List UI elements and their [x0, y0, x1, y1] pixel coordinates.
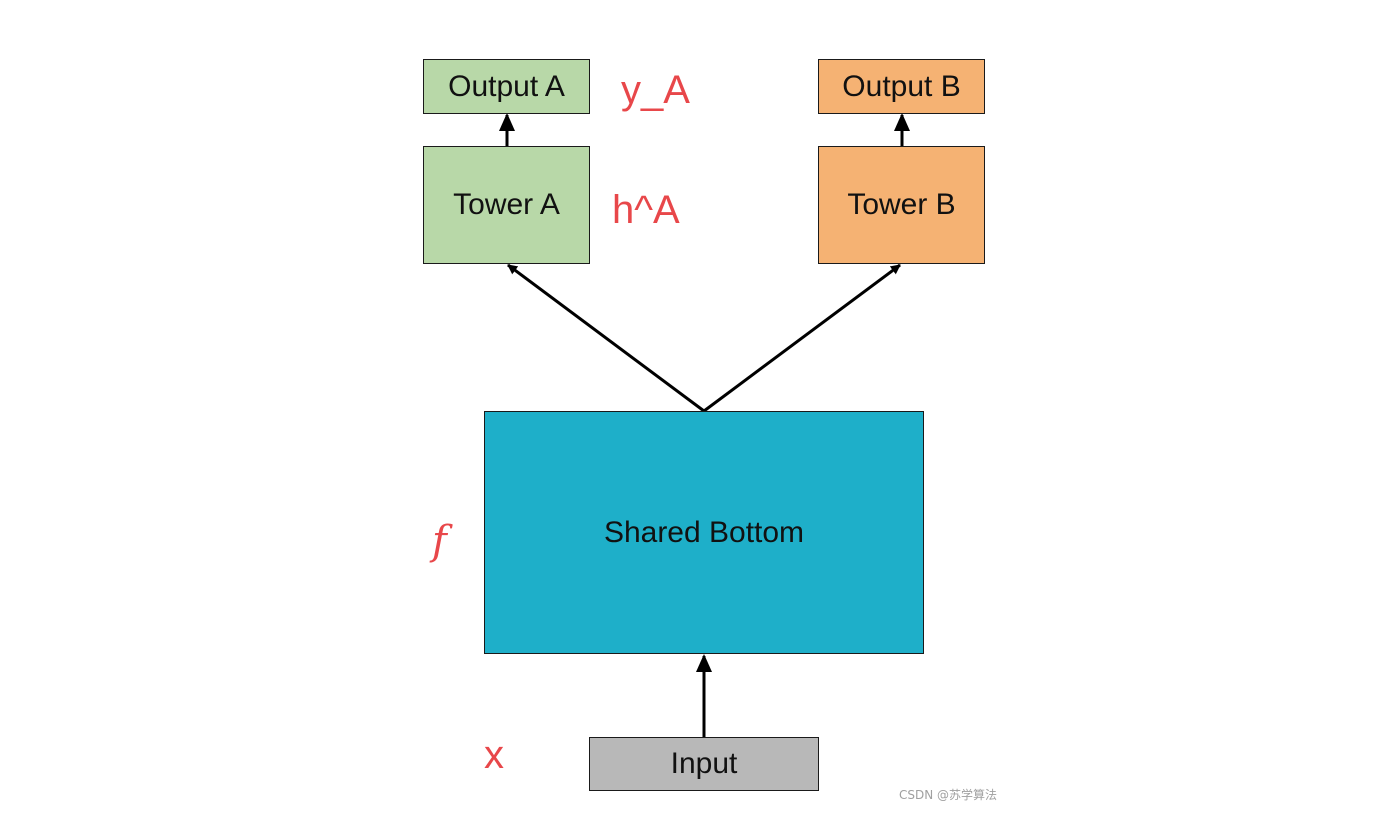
- annotation-y-a: y_A: [621, 68, 690, 112]
- arrow-shared-to-tower-b: [703, 263, 901, 413]
- annotation-h-a: h^A: [612, 188, 680, 232]
- output-a-node: Output A: [423, 59, 590, 114]
- annotation-x: x: [484, 733, 504, 777]
- output-b-node: Output B: [818, 59, 985, 114]
- arrow-shared-to-tower-a: [507, 263, 705, 413]
- shared-bottom-node: Shared Bottom: [484, 411, 924, 654]
- input-node: Input: [589, 737, 819, 791]
- watermark: CSDN @苏学算法: [899, 788, 998, 802]
- tower-b-node: Tower B: [818, 146, 985, 264]
- annotation-f: f: [432, 518, 447, 564]
- tower-a-node: Tower A: [423, 146, 590, 264]
